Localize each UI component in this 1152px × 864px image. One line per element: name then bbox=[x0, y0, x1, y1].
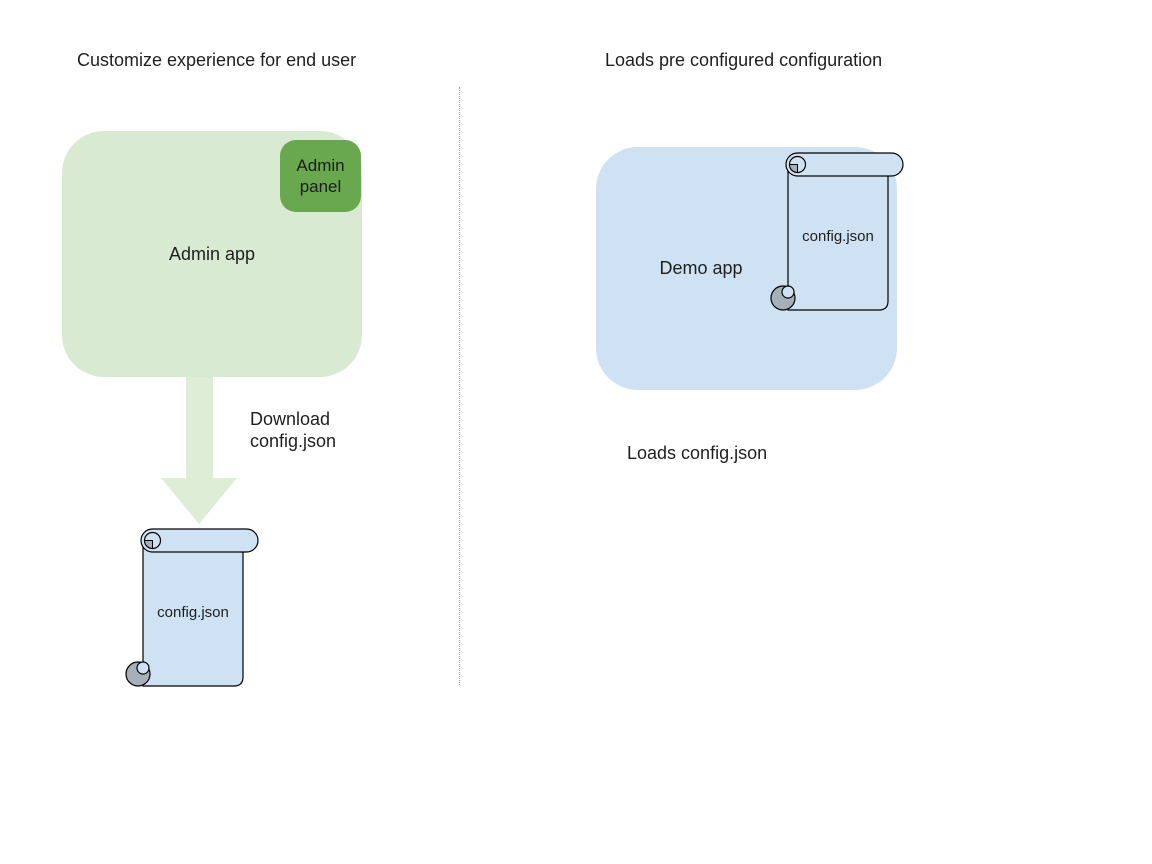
section-divider bbox=[459, 87, 460, 685]
demo-app-label: Demo app bbox=[659, 258, 743, 278]
admin-app-label: Admin app bbox=[168, 244, 256, 264]
config-file-label-left: config.json bbox=[157, 604, 229, 621]
left-section-title: Customize experience for end user bbox=[77, 50, 357, 70]
loads-config-caption: Loads config.json bbox=[627, 443, 768, 463]
scroll-shape-icon bbox=[125, 528, 259, 687]
download-arrow-shape bbox=[161, 377, 237, 524]
config-file-scroll-right: config.json bbox=[766, 151, 906, 313]
arrow-caption-line2: config.json bbox=[250, 431, 337, 451]
right-section-title: Loads pre configured configuration bbox=[605, 50, 883, 70]
config-file-scroll-left: config.json bbox=[121, 527, 261, 689]
config-file-label-right: config.json bbox=[802, 228, 874, 245]
admin-panel-label: Admin panel bbox=[296, 156, 345, 196]
arrow-caption: Download config.json bbox=[250, 408, 336, 452]
admin-panel-box: Admin panel bbox=[280, 140, 361, 212]
arrow-caption-line1: Download bbox=[250, 409, 331, 429]
scroll-shape-icon bbox=[770, 152, 904, 311]
download-arrow-icon bbox=[161, 377, 237, 524]
